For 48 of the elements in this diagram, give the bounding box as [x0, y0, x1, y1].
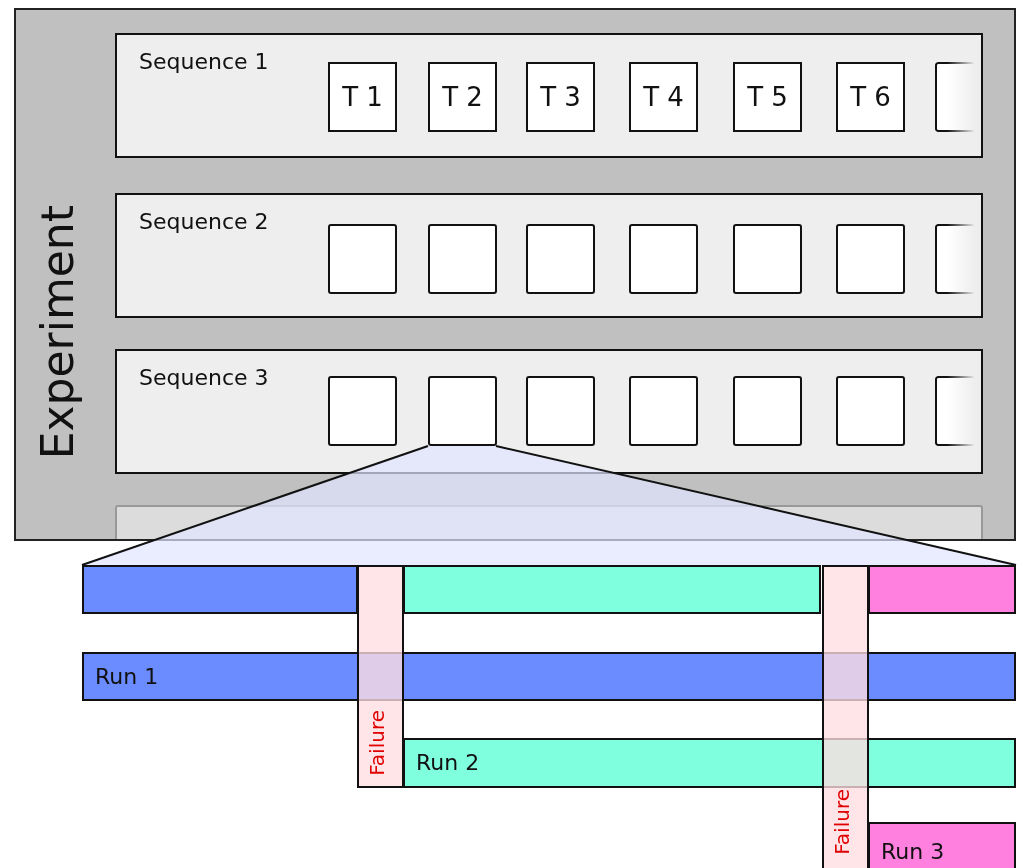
trial-box — [935, 62, 975, 132]
trial-box — [733, 224, 802, 294]
failure-label: Failure — [832, 789, 852, 855]
trial-box — [836, 376, 905, 446]
trial-box — [629, 376, 698, 446]
trial-box — [733, 62, 802, 132]
run-bar — [403, 738, 1016, 788]
experiment-label: Experiment — [36, 205, 80, 460]
trial-box — [328, 62, 397, 132]
failure-label: Failure — [367, 710, 387, 776]
failure-band — [822, 565, 869, 868]
sequence-label: Sequence 1 — [139, 51, 269, 73]
sequence-row — [115, 349, 983, 474]
run-bar — [82, 565, 358, 614]
trial-box — [526, 224, 595, 294]
trial-label: T 5 — [747, 84, 788, 110]
trial-label: T 4 — [643, 84, 684, 110]
sequence-label: Sequence 2 — [139, 211, 269, 233]
run-label: Run 2 — [416, 752, 480, 774]
trial-box — [328, 376, 397, 446]
sequence-row — [115, 193, 983, 318]
trial-box — [428, 376, 497, 446]
run-bar — [868, 822, 1016, 868]
trial-box — [836, 62, 905, 132]
trial-box — [629, 62, 698, 132]
trial-box — [428, 224, 497, 294]
trial-label: T 1 — [342, 84, 383, 110]
run-bar — [868, 565, 1016, 614]
sequence-row — [115, 33, 983, 158]
run-bar — [403, 565, 821, 614]
trial-box — [836, 224, 905, 294]
trial-box — [428, 62, 497, 132]
experiment-panel — [14, 8, 1016, 541]
run-bar — [82, 652, 1016, 701]
trial-box — [526, 62, 595, 132]
run-label: Run 3 — [881, 841, 945, 863]
trial-box — [733, 376, 802, 446]
trial-label: T 6 — [850, 84, 891, 110]
trial-label: T 2 — [442, 84, 483, 110]
run-label: Run 1 — [95, 665, 159, 688]
trial-label: T 3 — [540, 84, 581, 110]
trial-box — [935, 376, 975, 446]
trial-box — [328, 224, 397, 294]
trial-box — [629, 224, 698, 294]
trial-box — [935, 224, 975, 294]
trial-box — [526, 376, 595, 446]
sequence-label: Sequence 3 — [139, 367, 269, 389]
failure-band — [357, 565, 404, 788]
